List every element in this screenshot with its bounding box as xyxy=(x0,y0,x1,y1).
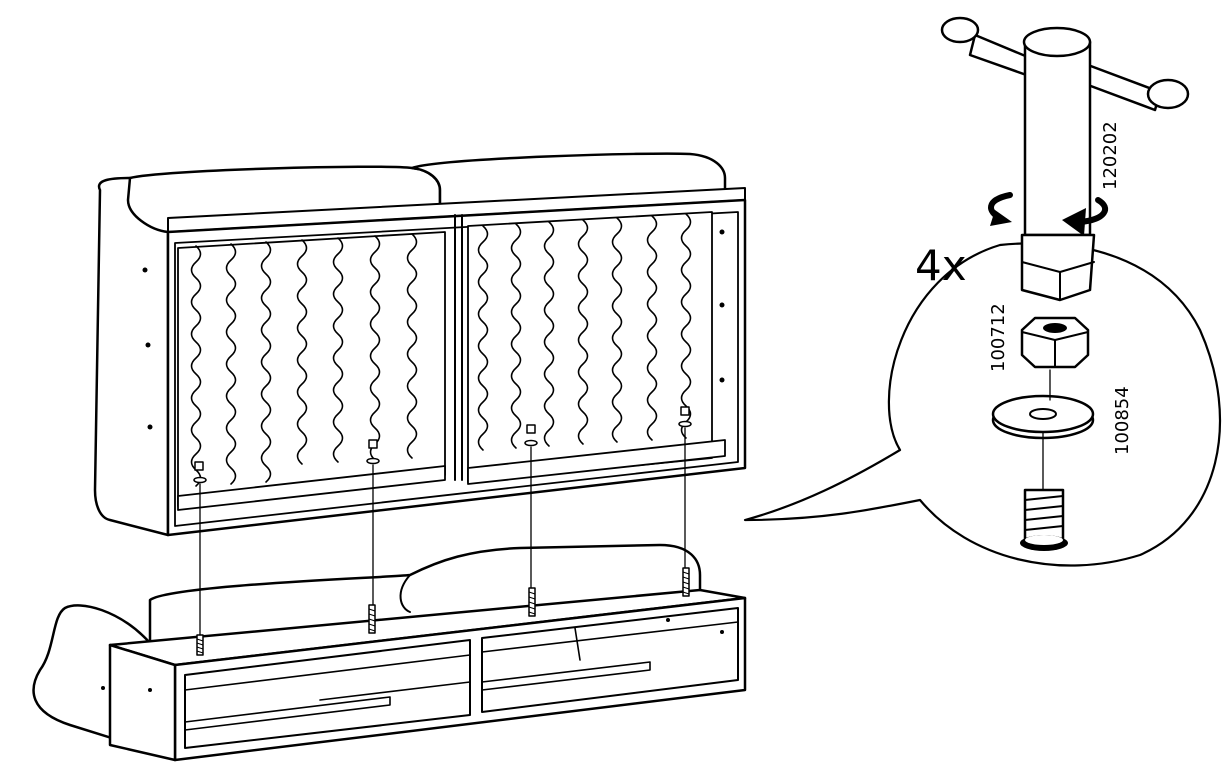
nut-on-frame xyxy=(524,424,538,447)
spring xyxy=(225,243,237,485)
nut-on-frame xyxy=(193,461,207,484)
spring xyxy=(477,225,489,451)
spring xyxy=(296,239,308,465)
spring xyxy=(406,233,418,459)
spring xyxy=(260,241,272,483)
spring xyxy=(332,237,344,463)
alignment-lines xyxy=(199,427,686,636)
springs xyxy=(190,213,692,487)
nut-on-frame xyxy=(678,406,692,428)
spring xyxy=(646,215,658,441)
spring xyxy=(510,223,522,449)
spring xyxy=(369,235,381,461)
part-number-nut: 100712 xyxy=(988,303,1009,372)
wrench-tool xyxy=(940,16,1190,302)
bolt xyxy=(528,587,536,617)
base-bolts xyxy=(196,567,690,656)
spring xyxy=(577,219,589,445)
spring xyxy=(190,245,202,487)
detail-callout xyxy=(743,242,1222,567)
hex-nut xyxy=(1020,316,1090,369)
spring xyxy=(680,213,692,439)
backrest xyxy=(93,152,747,537)
part-number-tool: 120202 xyxy=(1100,121,1121,190)
detail-alignment-lines xyxy=(1042,369,1051,491)
spring xyxy=(611,217,623,443)
spring xyxy=(543,221,555,447)
bolt xyxy=(196,634,204,656)
washer xyxy=(991,394,1095,440)
bolt xyxy=(682,567,690,597)
part-number-washer: 100854 xyxy=(1112,386,1133,455)
bolt xyxy=(368,604,376,634)
nut-on-frame xyxy=(366,439,380,465)
quantity-label: 4x xyxy=(915,241,967,290)
sofa-base xyxy=(32,543,747,762)
threaded-stud xyxy=(1020,488,1068,551)
